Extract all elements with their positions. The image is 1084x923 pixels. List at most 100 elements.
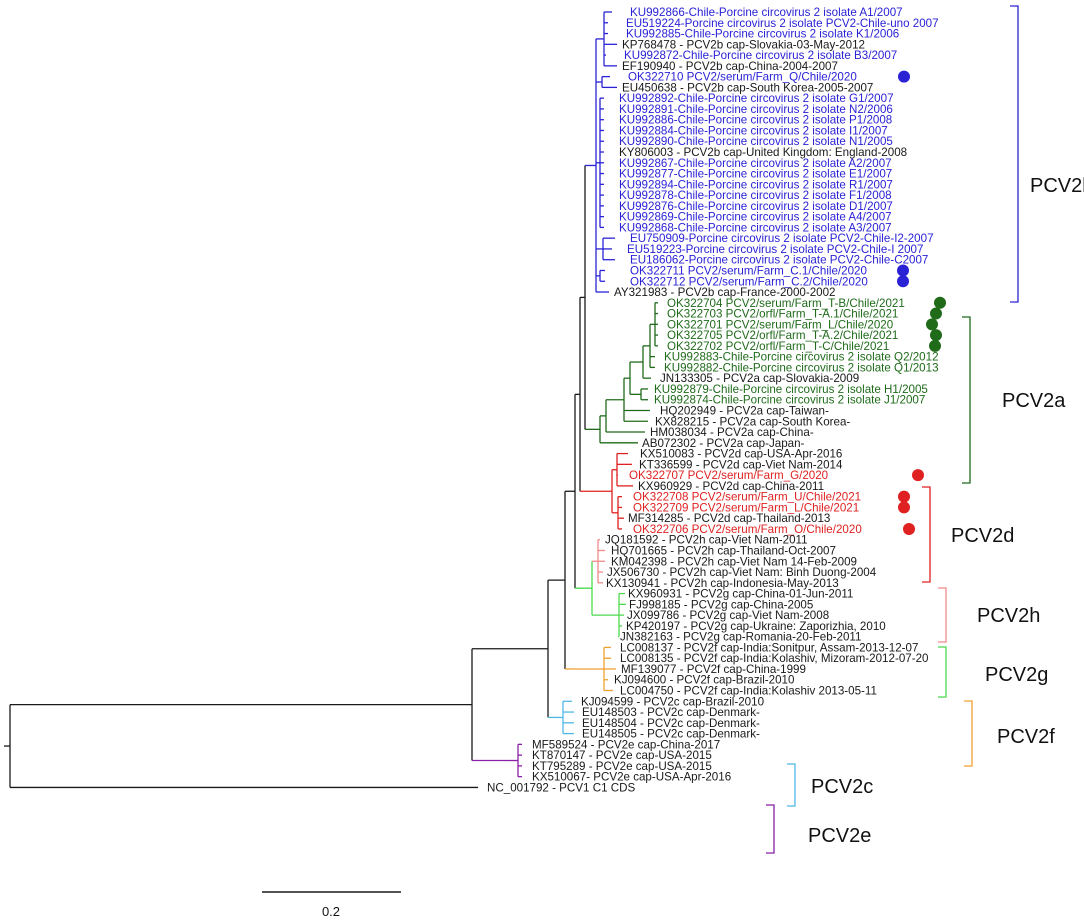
leaf-label: KJ094600 - PCV2f cap-Brazil-2010 (614, 674, 794, 687)
clade-bracket-pcv2e (766, 804, 775, 854)
leaf-label: KU992879-Chile-Porcine circovirus 2 isol… (654, 383, 928, 396)
clade-bracket-pcv2a (962, 316, 971, 484)
leaf-label: OK322702 PCV2/orfl/Farm_T-C/Chile/2021 (667, 340, 889, 353)
leaf-label: OK322707 PCV2/serum/Farm_G/2020 (629, 469, 828, 482)
clade-label-pcv2d: PCV2d (951, 525, 1014, 547)
clade-label-pcv2f: PCV2f (997, 726, 1055, 748)
leaf-label: MF589524 - PCV2e cap-China-2017 (532, 738, 720, 751)
new-sample-dot (930, 307, 942, 320)
leaf-label: KT795289 - PCV2e cap-USA-2015 (532, 760, 712, 773)
leaf-label: LC008137 - PCV2f cap-India:Sonitpur, Ass… (620, 641, 918, 654)
leaf-label: OK322701 PCV2/serum/Farm_L/Chile/2020 (667, 318, 893, 331)
leaf-label: EU519224-Porcine circovirus 2 isolate PC… (626, 17, 939, 30)
clade-bracket-pcv2c (787, 763, 796, 807)
leaf-label: AB072302 - PCV2a cap-Japan- (642, 437, 805, 450)
leaf-label: EU148503 - PCV2c cap-Denmark- (582, 706, 760, 719)
leaf-label: HM038034 - PCV2a cap-China- (650, 426, 814, 439)
leaf-label: EU186062-Porcine circovirus 2 isolate PC… (630, 254, 928, 267)
leaf-label: KU992874-Chile-Porcine circovirus 2 isol… (654, 394, 925, 407)
leaf-label: OK322708 PCV2/serum/Farm_U/Chile/2021 (633, 491, 861, 504)
leaf-label: OK322712 PCV2/serum/Farm_C.2/Chile/2020 (630, 275, 868, 288)
new-sample-dot (898, 490, 910, 503)
clade-label-pcv2e: PCV2e (808, 825, 871, 847)
leaf-label: KX828215 - PCV2a cap-South Korea- (655, 415, 850, 428)
leaf-label: KU992878-Chile-Porcine circovirus 2 isol… (619, 189, 892, 202)
clade-labels: PCV2bPCV2aPCV2dPCV2hPCV2gPCV2fPCV2cPCV2e (808, 175, 1084, 847)
leaf-label: KU992890-Chile-Porcine circovirus 2 isol… (619, 135, 893, 148)
leaf-label: JQ181592 - PCV2h cap-Viet Nam-2011 (605, 534, 808, 547)
leaf-label: EU148504 - PCV2c cap-Denmark- (582, 717, 760, 730)
clade-label-pcv2h: PCV2h (977, 605, 1040, 627)
clade-label-pcv2a: PCV2a (1002, 390, 1066, 412)
leaf-label: KU992892-Chile-Porcine circovirus 2 isol… (619, 92, 894, 105)
sample-markers (897, 70, 946, 535)
clade-bracket-pcv2h (938, 587, 947, 643)
clade-bracket-pcv2f (964, 700, 973, 767)
leaf-label: LC004750 - PCV2f cap-India:Kolashiv 2013… (620, 685, 877, 698)
leaf-label: KU992867-Chile-Porcine circovirus 2 isol… (619, 157, 892, 170)
new-sample-dot (926, 318, 938, 331)
leaf-label: NC_001792 - PCV1 C1 CDS (487, 781, 635, 794)
leaf-label: KX960929 - PCV2d cap-China-2011 (638, 480, 824, 493)
clade-label-pcv2c: PCV2c (811, 776, 873, 798)
leaf-label: KT870147 - PCV2e cap-USA-2015 (532, 749, 712, 762)
leaf-label: KU992876-Chile-Porcine circovirus 2 isol… (619, 200, 893, 213)
leaf-label: MF314285 - PCV2d cap-Thailand-2013 (628, 512, 830, 525)
leaf-label: EF190940 - PCV2b cap-China-2004-2007 (622, 60, 838, 73)
new-sample-dot (897, 264, 909, 277)
leaf-label: KP768478 - PCV2b cap-Slovakia-03-May-201… (622, 38, 865, 51)
leaf-label: EU519223-Porcine circovirus 2 isolate PC… (627, 243, 923, 256)
leaf-label: KU992883-Chile-Porcine circovirus 2 isol… (664, 351, 939, 364)
leaf-label: KU992877-Chile-Porcine circovirus 2 isol… (619, 168, 892, 181)
leaf-label: KU992891-Chile-Porcine circovirus 2 isol… (619, 103, 893, 116)
leaf-label: KM042398 - PCV2h cap-Viet Nam 14-Feb-200… (611, 555, 857, 568)
leaf-label: LC008135 - PCV2f cap-India:Kolashiv, Miz… (620, 652, 928, 665)
leaf-label: OK322703 PCV2/orfl/Farm_T-A.1/Chile/2021 (667, 308, 898, 321)
scale-bar-label: 0.2 (322, 904, 340, 919)
tree-branches (4, 11, 658, 789)
leaf-label: HQ701665 - PCV2h cap-Thailand-Oct-2007 (611, 545, 836, 558)
clade-bracket-pcv2g (938, 646, 947, 698)
leaf-label: EU750909-Porcine circovirus 2 isolate PC… (630, 232, 934, 245)
leaf-label: KT336599 - PCV2d cap-Viet Nam-2014 (639, 458, 843, 471)
leaf-label: FJ998185 - PCV2g cap-China-2005 (629, 598, 813, 611)
clade-bracket-pcv2b (1010, 5, 1019, 303)
new-sample-dot (934, 296, 946, 309)
leaf-label: KP420197 - PCV2g cap-Ukraine: Zaporizhia… (626, 620, 886, 633)
leaf-label: KY806003 - PCV2b cap-United Kingdom: Eng… (619, 146, 907, 159)
new-sample-dot (929, 339, 941, 352)
leaf-label: KX130941 - PCV2h cap-Indonesia-May-2013 (606, 577, 839, 590)
leaf-labels: KU992866-Chile-Porcine circovirus 2 isol… (487, 6, 939, 794)
leaf-label: KU992894-Chile-Porcine circovirus 2 isol… (619, 178, 893, 191)
leaf-label: KU992882-Chile-Porcine circovirus 2 isol… (664, 361, 939, 374)
new-sample-dot (898, 70, 910, 83)
new-sample-dot (930, 329, 942, 342)
new-sample-dot (912, 469, 924, 482)
clade-label-pcv2g: PCV2g (985, 664, 1048, 686)
leaf-label: KU992869-Chile-Porcine circovirus 2 isol… (619, 211, 892, 224)
leaf-label: KU992868-Chile-Porcine circovirus 2 isol… (619, 221, 892, 234)
new-sample-dot (903, 522, 915, 535)
scale-bar: 0.2 (262, 891, 401, 919)
leaf-label: JN133305 - PCV2a cap-Slovakia-2009 (660, 372, 859, 385)
leaf-label: JX506730 - PCV2h cap-Viet Nam: Binh Duon… (607, 566, 877, 579)
leaf-label: EU450638 - PCV2b cap-South Korea-2005-20… (622, 81, 873, 94)
new-sample-dot (897, 275, 909, 288)
clade-label-pcv2b: PCV2b (1030, 175, 1084, 197)
leaf-label: KJ094599 - PCV2c cap-Brazil-2010 (581, 695, 764, 708)
leaf-label: KU992885-Chile-Porcine circovirus 2 isol… (626, 28, 899, 41)
leaf-label: OK322704 PCV2/serum/Farm_T-B/Chile/2021 (667, 297, 905, 310)
leaf-label: KX510083 - PCV2d cap-USA-Apr-2016 (640, 448, 842, 461)
leaf-label: OK322709 PCV2/serum/Farm_L/Chile/2021 (633, 501, 859, 514)
leaf-label: JX099786 - PCV2g cap-Viet Nam-2008 (627, 609, 829, 622)
leaf-label: OK322711 PCV2/serum/Farm_C.1/Chile/2020 (630, 264, 867, 277)
leaf-label: KU992886-Chile-Porcine circovirus 2 isol… (619, 114, 892, 127)
leaf-label: OK322706 PCV2/serum/Farm_O/Chile/2020 (633, 523, 862, 536)
leaf-label: KX960931 - PCV2g cap-China-01-Jun-2011 (628, 588, 853, 601)
leaf-label: KU992884-Chile-Porcine circovirus 2 isol… (619, 124, 888, 137)
leaf-label: KX510067- PCV2e cap-USA-Apr-2016 (532, 771, 731, 784)
leaf-label: OK322710 PCV2/serum/Farm_Q/Chile/2020 (628, 71, 857, 84)
leaf-label: JN382163 - PCV2g cap-Romania-20-Feb-2011 (620, 631, 861, 644)
leaf-label: EU148505 - PCV2c cap-Denmark- (582, 728, 760, 741)
